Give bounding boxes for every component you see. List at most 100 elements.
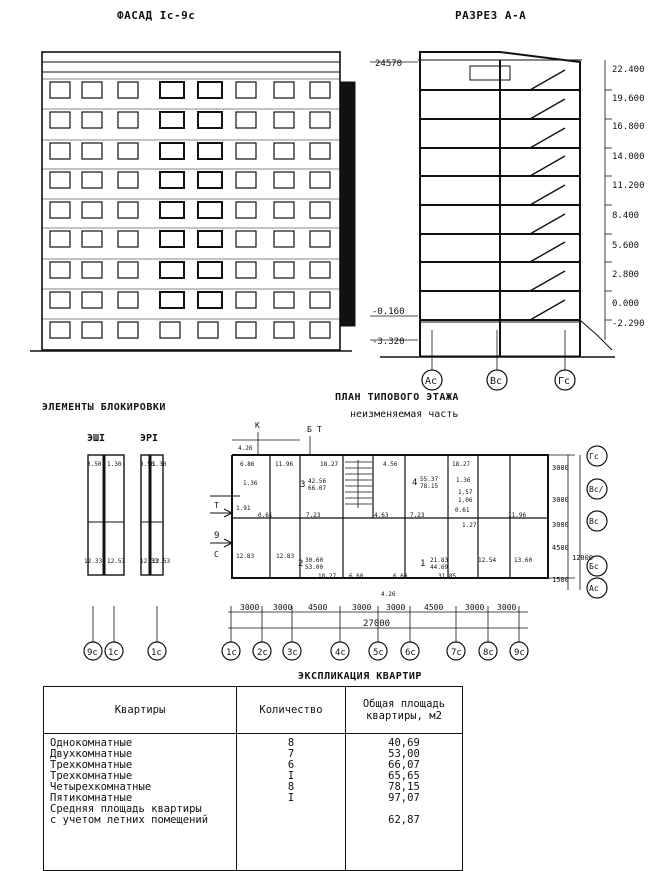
blocking-title: ЭЛЕМЕНТЫ БЛОКИРОВКИ <box>42 402 166 413</box>
plan-area-label: 6.60 <box>349 573 364 580</box>
plan-area-label: 7.23 <box>410 512 425 519</box>
plan-area-label: 66.07 <box>308 485 326 492</box>
facade-window <box>81 111 103 129</box>
plan-bottom-dim: 3000 <box>352 603 371 612</box>
facade-window <box>81 81 103 99</box>
section-level-mark: 11.200 <box>612 181 645 191</box>
plan-area-label: 1.36 <box>243 480 258 487</box>
plan-area-label: 4.26 <box>381 591 396 598</box>
section-title: РАЗРЕЗ А-А <box>455 9 527 22</box>
facade-loggia <box>197 201 223 219</box>
plan-area-label: 11.96 <box>275 461 293 468</box>
facade-loggia <box>197 261 223 279</box>
plan-area-label: 55.37 <box>420 476 438 483</box>
blocking-dim-3: 3.50 <box>140 461 155 468</box>
facade-window <box>49 142 71 160</box>
facade-window <box>235 111 257 129</box>
facade-loggia <box>197 111 223 129</box>
plan-room-count: 4 <box>412 478 417 488</box>
facade-window <box>49 321 71 339</box>
facade-window <box>117 201 139 219</box>
facade-window <box>81 230 103 248</box>
plan-area-label: 31.85 <box>438 573 456 580</box>
facade-window <box>273 291 295 309</box>
facade-loggia <box>159 171 185 189</box>
apartment-type: Трехкомнатные <box>50 759 133 771</box>
facade-window <box>197 321 219 339</box>
plan-axis-bubble: 3с <box>287 648 298 658</box>
section-axis-v: Вс <box>490 376 502 387</box>
facade-title: ФАСАД Iс-9с <box>117 9 196 22</box>
facade-window <box>309 321 331 339</box>
facade-window <box>235 261 257 279</box>
section-top-mark: 24570 <box>375 59 402 69</box>
plan-axis-bubble: 9с <box>514 648 525 658</box>
facade-loggia <box>159 142 185 160</box>
plan-marker-k: К <box>255 421 260 430</box>
facade-window <box>117 142 139 160</box>
facade-window <box>235 291 257 309</box>
explication-title: ЭКСПЛИКАЦИЯ КВАРТИР <box>298 671 422 682</box>
apartment-type: Однокомнатные <box>50 737 133 749</box>
facade-loggia <box>197 291 223 309</box>
apartment-type: Четырехкомнатные <box>50 781 152 793</box>
plan-area-label: 4.26 <box>238 445 253 452</box>
plan-axis-bubble: 8с <box>483 648 494 658</box>
section-level-mark: 16.800 <box>612 122 645 132</box>
apartment-area: 66,07 <box>388 759 420 771</box>
plan-total-dim: 27000 <box>363 619 390 629</box>
section-mark-low-2: -3.320 <box>372 337 405 347</box>
blocking-dim-7: 12.33 <box>140 558 158 565</box>
section-level-mark: 0.000 <box>612 299 639 309</box>
apartment-count: 8 <box>287 737 295 749</box>
facade-window <box>81 321 103 339</box>
plan-axis-bubble: 5с <box>373 648 384 658</box>
plan-title: ПЛАН ТИПОВОГО ЭТАЖА <box>335 392 459 403</box>
plan-area-label: 4.56 <box>383 461 398 468</box>
plan-bottom-dim: 4500 <box>424 603 443 612</box>
plan-axis-bubble: 1с <box>226 648 237 658</box>
plan-bottom-dim: 4500 <box>308 603 327 612</box>
header-area: Общая площадь квартиры, м2 <box>344 686 464 734</box>
plan-area-label: 30.60 <box>305 557 323 564</box>
plan-right-dim: 4500 <box>552 544 569 552</box>
facade-window <box>235 81 257 99</box>
facade-window <box>235 230 257 248</box>
apartment-count: 6 <box>287 759 295 771</box>
section-level-mark: 8.400 <box>612 211 639 221</box>
facade-window <box>81 171 103 189</box>
plan-room-count: 3 <box>300 480 305 490</box>
facade-window <box>273 142 295 160</box>
plan-axis-bubble: 4с <box>335 648 346 658</box>
facade-window <box>273 230 295 248</box>
facade-window <box>159 321 181 339</box>
facade-window <box>81 261 103 279</box>
facade-window <box>117 171 139 189</box>
apartment-count: 8 <box>287 781 295 793</box>
section-level-mark: 22.400 <box>612 65 645 75</box>
facade-window <box>309 291 331 309</box>
apartment-area: 78,15 <box>388 781 420 793</box>
plan-area-label: 6.86 <box>240 461 255 468</box>
facade-loggia <box>197 171 223 189</box>
apartment-count: 7 <box>287 748 295 760</box>
plan-area-label: 11.96 <box>508 512 526 519</box>
blocking-axis-1c-b: 1с <box>151 648 162 658</box>
facade-window <box>309 201 331 219</box>
plan-axis-bubble: 2с <box>257 648 268 658</box>
facade-window <box>49 230 71 248</box>
facade-building <box>30 51 356 352</box>
facade-loggia <box>159 111 185 129</box>
plan-subtitle: неизменяемая часть <box>350 409 459 420</box>
facade-window <box>309 142 331 160</box>
header-apartments: Квартиры <box>42 686 238 734</box>
plan-right-axis: Бс <box>589 562 599 571</box>
plan-code-c: С <box>214 550 219 559</box>
plan-bottom-dim: 3000 <box>273 603 292 612</box>
facade-loggia <box>159 81 185 99</box>
facade-loggia <box>197 142 223 160</box>
header-count: Количество <box>236 686 346 734</box>
plan-room-count: 1 <box>420 559 425 569</box>
facade-loggia <box>197 230 223 248</box>
